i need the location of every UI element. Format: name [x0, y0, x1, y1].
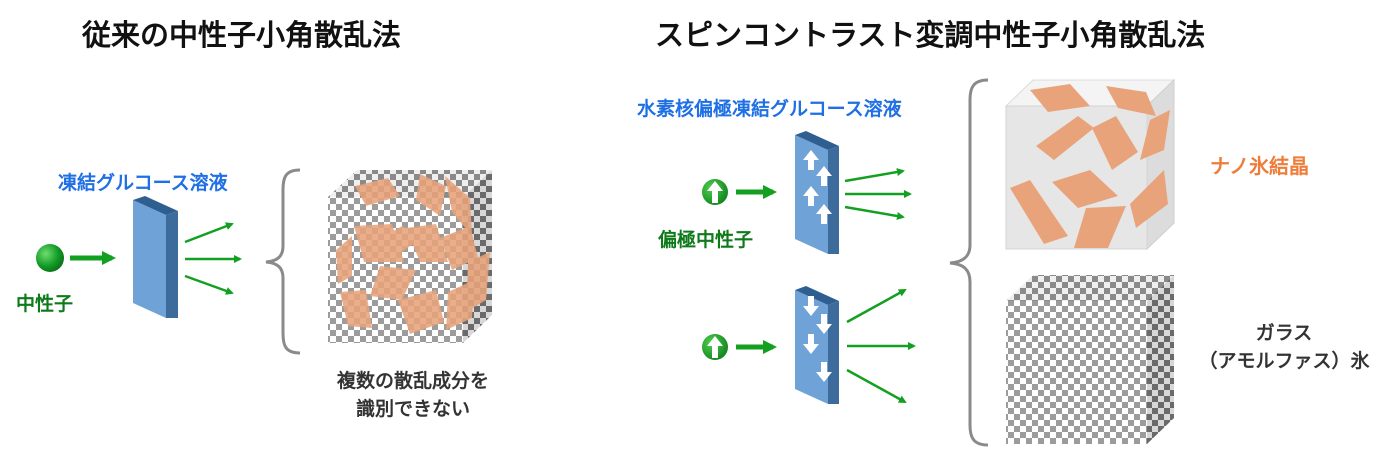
- white-up-arrow-icon: [816, 204, 832, 224]
- cannot-distinguish-label: 複数の散乱成分を 識別できない: [298, 367, 528, 423]
- brace-left: [265, 168, 301, 355]
- polarized-neutron-label: 偏極中性子: [658, 229, 754, 251]
- mixed-sample-cube: [328, 170, 492, 343]
- scatter-arrow-icon: [184, 274, 234, 295]
- polarized-neutron-icon: [702, 334, 728, 360]
- neutron-sphere-icon: [36, 244, 64, 272]
- spin-contrast-method-title: スピンコントラスト変調中性子小角散乱法: [655, 18, 1206, 52]
- white-up-arrow-icon: [816, 166, 832, 186]
- scatter-arrow-icon: [844, 205, 905, 220]
- polarized-sample-plate-up: [795, 131, 839, 254]
- nano-ice-crystal-cube: [1004, 78, 1176, 251]
- polarized-neutron-icon: [702, 179, 728, 205]
- white-up-arrow-icon: [803, 186, 819, 206]
- glass-ice-label: ガラス （アモルファス）氷: [1184, 319, 1384, 375]
- cannot-distinguish-line1: 複数の散乱成分を: [336, 370, 489, 392]
- cannot-distinguish-line2: 識別できない: [355, 398, 470, 420]
- polarized-sample-plate-down: [795, 286, 839, 404]
- polarized-glucose-solution-label: 水素核偏極凍結グルコース溶液: [637, 98, 902, 120]
- glass-ice-line1: ガラス: [1255, 322, 1313, 344]
- white-down-arrow-icon: [803, 334, 819, 354]
- white-down-arrow-icon: [816, 362, 832, 382]
- glass-ice-line2: （アモルファス）氷: [1198, 350, 1370, 372]
- scatter-arrow-icon: [846, 288, 907, 324]
- nano-ice-crystal-label: ナノ氷結晶: [1210, 154, 1309, 178]
- white-up-arrow-icon: [803, 150, 819, 170]
- scatter-arrow-icon: [846, 368, 907, 404]
- scatter-arrow-icon: [844, 168, 905, 183]
- neutron-label: 中性子: [16, 293, 74, 315]
- white-down-arrow-icon: [803, 296, 819, 316]
- glass-ice-cube: [1006, 275, 1174, 444]
- conventional-method-title: 従来の中性子小角散乱法: [82, 18, 402, 52]
- white-down-arrow-icon: [816, 314, 832, 334]
- scatter-arrow-icon: [184, 222, 234, 244]
- frozen-glucose-solution-label: 凍結グルコース溶液: [58, 172, 228, 194]
- sample-plate: [133, 196, 178, 318]
- brace-right: [949, 78, 989, 447]
